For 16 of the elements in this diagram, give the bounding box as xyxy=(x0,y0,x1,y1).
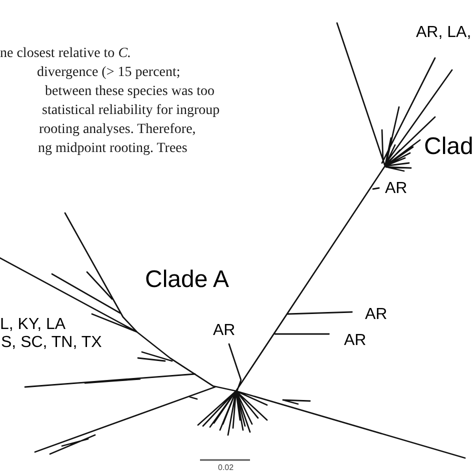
paragraph-text: divergence (> 15 percent; xyxy=(37,66,180,80)
scale-label: 0.02 xyxy=(218,464,234,472)
clade-label: Clade A xyxy=(145,268,230,292)
branch-label: AR xyxy=(344,333,366,349)
clade-label: Clad xyxy=(424,135,474,159)
branch-label: AR xyxy=(385,181,408,197)
branch-label: AR xyxy=(365,307,388,323)
branch-label: S, SC, TN, TX xyxy=(1,335,102,351)
branch-label: AR, LA, xyxy=(416,25,472,41)
branch-label: L, KY, LA xyxy=(0,317,66,333)
branch-label: AR xyxy=(213,323,236,339)
paragraph-text: ne closest relative to C. xyxy=(0,47,132,61)
paragraph-text: rooting analyses. Therefore, xyxy=(39,123,196,137)
paragraph-text: between these species was too xyxy=(45,85,214,99)
paragraph-text: ng midpoint rooting. Trees xyxy=(38,142,188,156)
paragraph-text: statistical reliability for ingroup xyxy=(42,104,220,118)
